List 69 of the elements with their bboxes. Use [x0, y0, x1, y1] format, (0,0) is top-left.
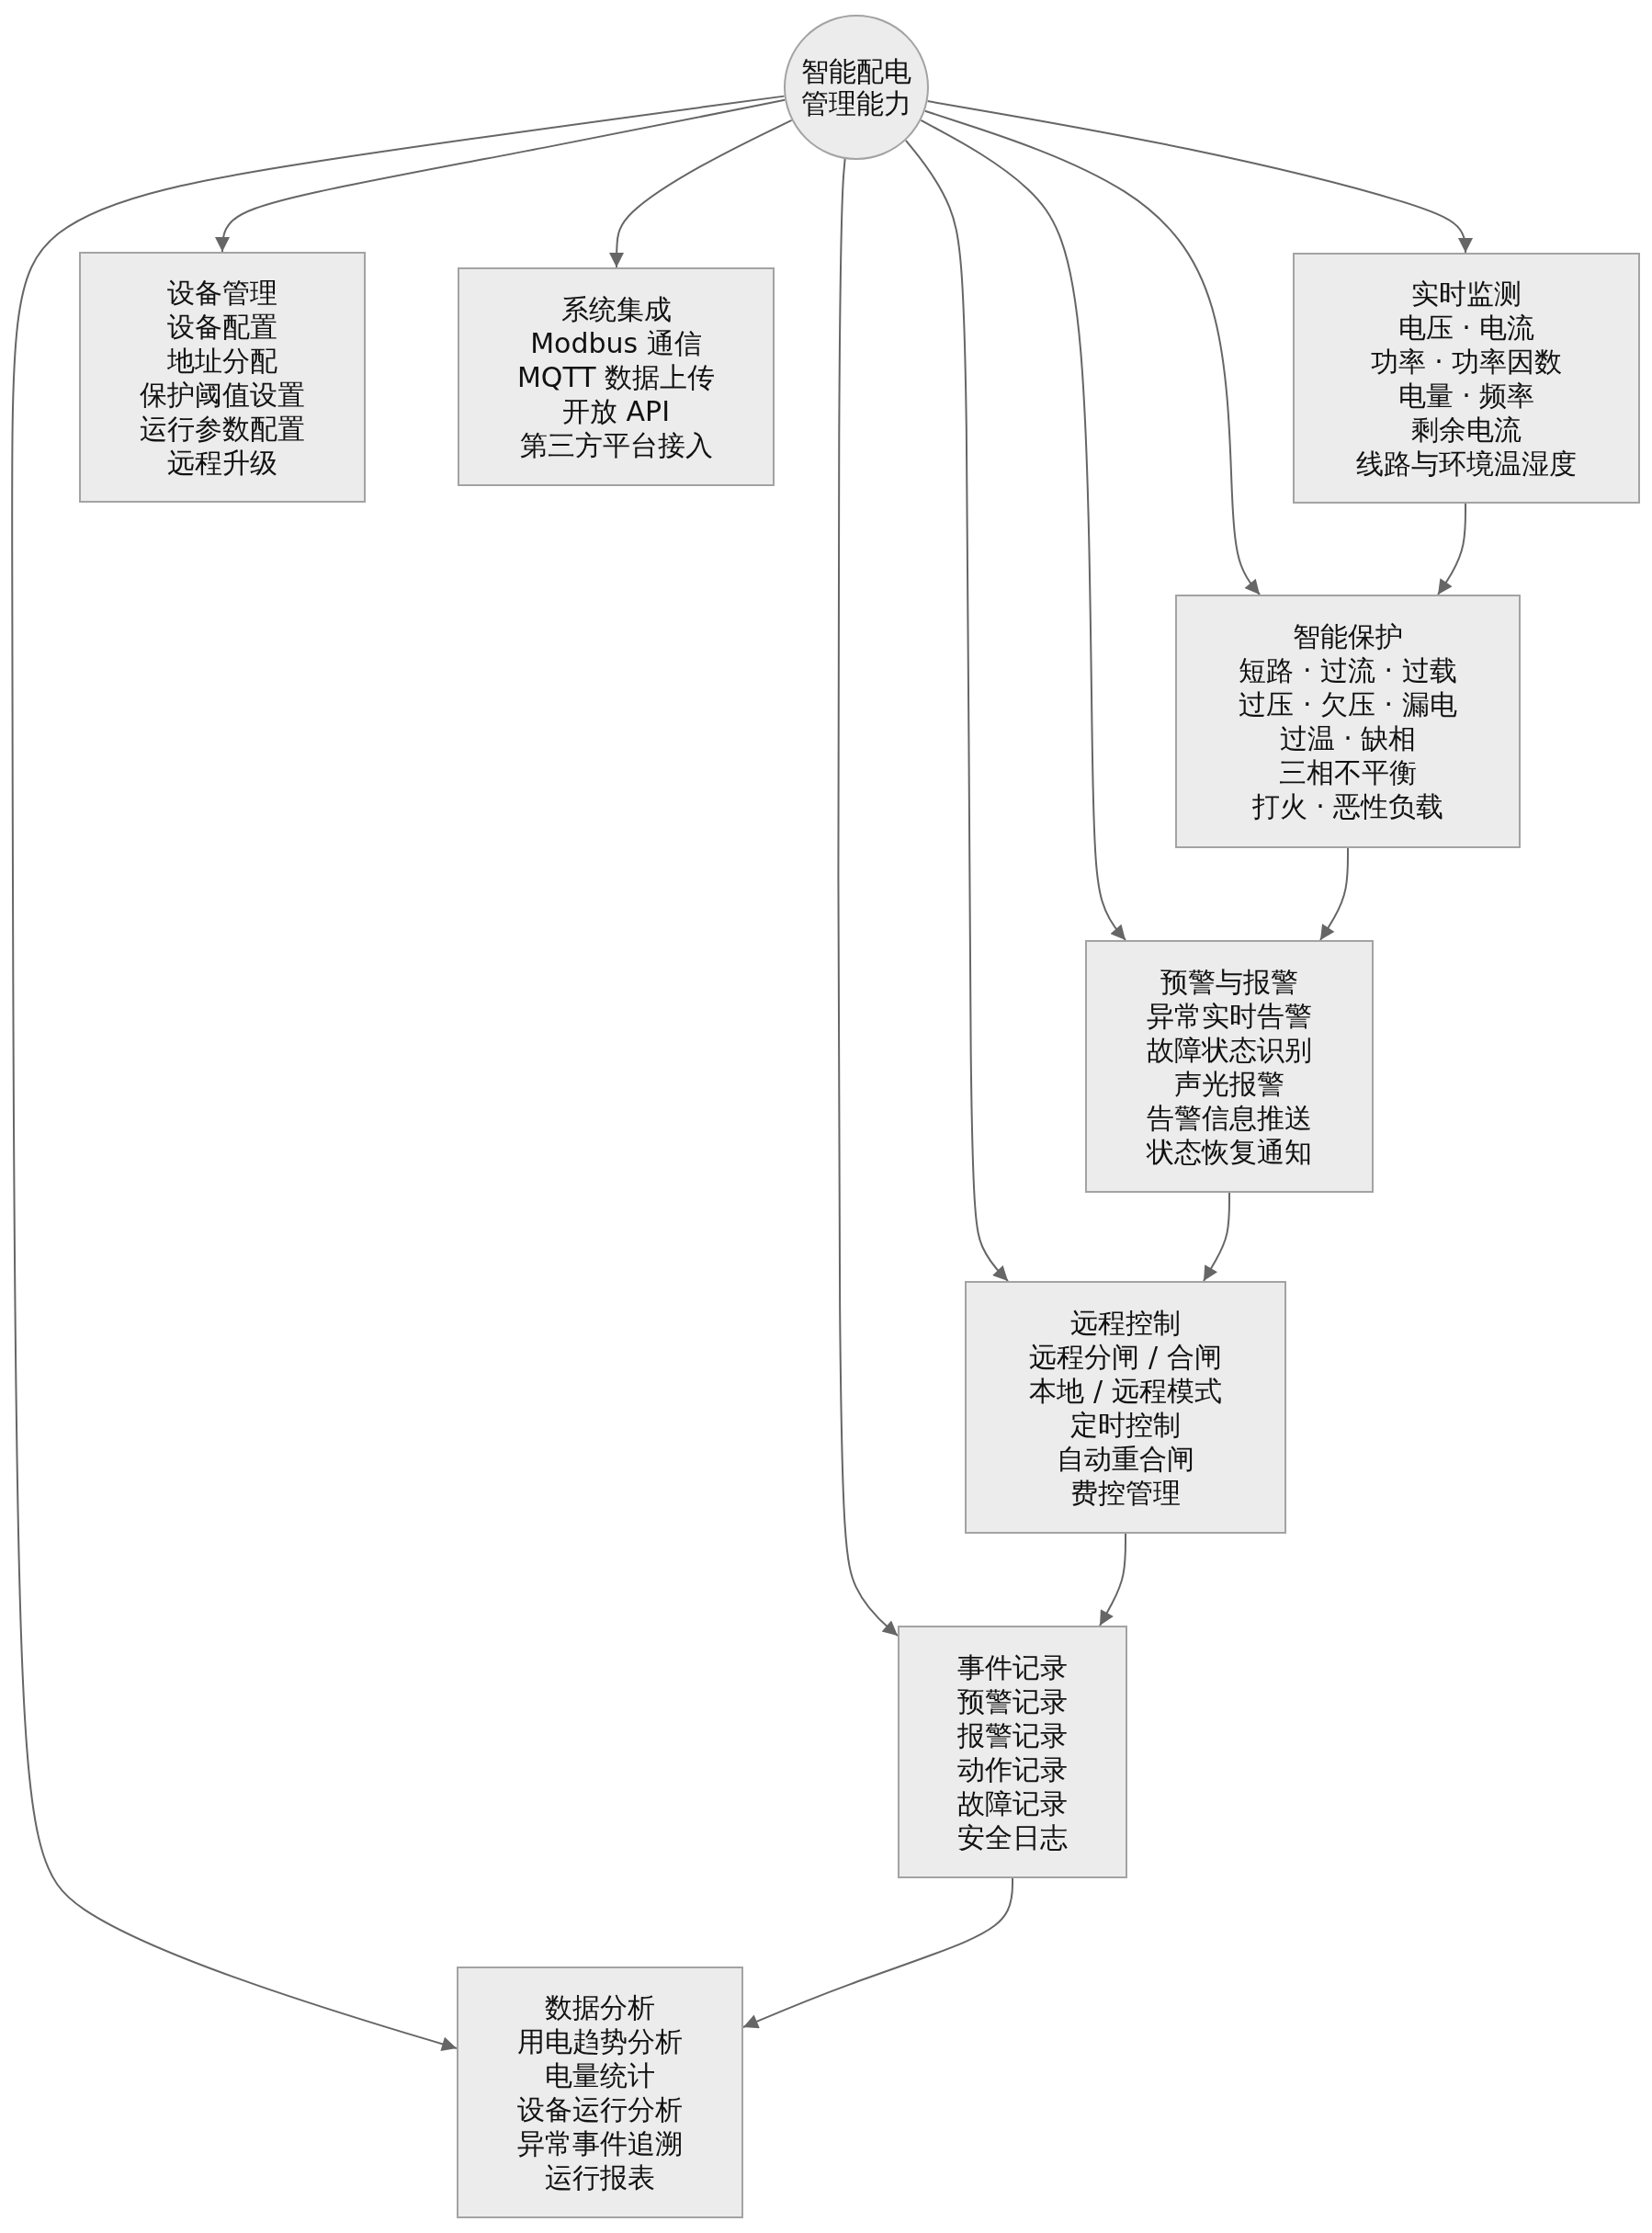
box-title: 实时监测 — [1411, 276, 1522, 311]
box-title: 智能保护 — [1293, 619, 1403, 653]
box-title: 预警与报警 — [1160, 964, 1298, 999]
feature-text: 声光报警 — [1174, 1066, 1284, 1101]
process-box — [965, 1281, 1286, 1534]
feature-text: 三相不平衡 — [1279, 755, 1417, 789]
feature-text: 本地 / 远程模式 — [1029, 1373, 1222, 1408]
feature-text: 动作记录 — [957, 1751, 1068, 1786]
feature-text: 故障记录 — [957, 1785, 1068, 1820]
feature-text: 预警记录 — [957, 1683, 1068, 1718]
feature-text: 远程升级 — [167, 445, 277, 480]
arrow — [923, 109, 1261, 595]
feature-text: 自动重合闸 — [1057, 1441, 1194, 1476]
arrow — [609, 119, 793, 268]
feature-text: 过温 · 缺相 — [1279, 721, 1417, 755]
feature-text: 地址分配 — [167, 343, 277, 378]
feature-text: 过压 · 欠压 · 漏电 — [1239, 687, 1457, 721]
feature-text: 运行参数配置 — [140, 411, 305, 446]
feature-text: 异常事件追溯 — [517, 2126, 683, 2160]
feature-text: 电量 · 频率 — [1397, 378, 1535, 413]
arrow — [920, 119, 1126, 941]
process-box — [1293, 253, 1640, 504]
box-title: 远程控制 — [1070, 1305, 1181, 1340]
feature-text: MQTT 数据上传 — [516, 359, 716, 394]
feature-text: 远程分闸 / 合闸 — [1029, 1339, 1222, 1374]
feature-text: 打火 · 恶性负载 — [1251, 789, 1444, 823]
hub-label: 智能配电管理能力 — [800, 55, 912, 119]
arrow — [837, 158, 899, 1637]
arrow — [904, 139, 1009, 1282]
arrow — [11, 95, 786, 2052]
feature-text: 线路与环境温湿度 — [1356, 446, 1577, 481]
feature-text: 剩余电流 — [1411, 412, 1522, 447]
arrow — [1437, 503, 1466, 595]
arrow — [215, 98, 786, 253]
feature-text: 状态恢复通知 — [1147, 1134, 1312, 1169]
feature-text: 电压 · 电流 — [1397, 310, 1535, 345]
box-title: 数据分析 — [545, 1990, 655, 2024]
process-box — [458, 267, 775, 486]
feature-text: 异常实时告警 — [1147, 998, 1312, 1033]
feature-text: 定时控制 — [1070, 1407, 1181, 1442]
feature-text: 短路 · 过流 · 过载 — [1239, 653, 1457, 687]
feature-text: 告警信息推送 — [1147, 1100, 1312, 1135]
feature-text: 开放 API — [562, 393, 670, 428]
box-title: 事件记录 — [957, 1649, 1068, 1684]
feature-text: 故障状态识别 — [1147, 1032, 1312, 1067]
process-box — [79, 252, 366, 503]
feature-text: 安全日志 — [957, 1819, 1068, 1854]
process-box — [898, 1626, 1127, 1878]
box-title: 设备管理 — [167, 275, 277, 310]
arrow — [926, 100, 1473, 254]
feature-text: 功率 · 功率因数 — [1370, 344, 1563, 379]
process-box — [1175, 595, 1521, 848]
feature-text: Modbus 通信 — [530, 325, 702, 360]
feature-text: 保护阈值设置 — [140, 377, 305, 412]
feature-text: 运行报表 — [545, 2160, 655, 2194]
arrow — [1099, 1533, 1126, 1627]
box-title: 系统集成 — [560, 291, 672, 326]
arrow — [742, 1877, 1013, 2029]
feature-text: 用电趋势分析 — [517, 2024, 683, 2058]
feature-text: 费控管理 — [1070, 1475, 1181, 1510]
arrow — [1319, 847, 1349, 941]
feature-text: 电量统计 — [545, 2058, 655, 2092]
process-box — [1085, 940, 1374, 1193]
feature-text: 第三方平台接入 — [519, 427, 713, 462]
feature-text: 设备运行分析 — [517, 2092, 683, 2126]
process-box — [457, 1967, 743, 2218]
feature-text: 报警记录 — [957, 1717, 1068, 1752]
feature-text: 设备配置 — [167, 309, 277, 344]
arrow — [1203, 1192, 1230, 1282]
